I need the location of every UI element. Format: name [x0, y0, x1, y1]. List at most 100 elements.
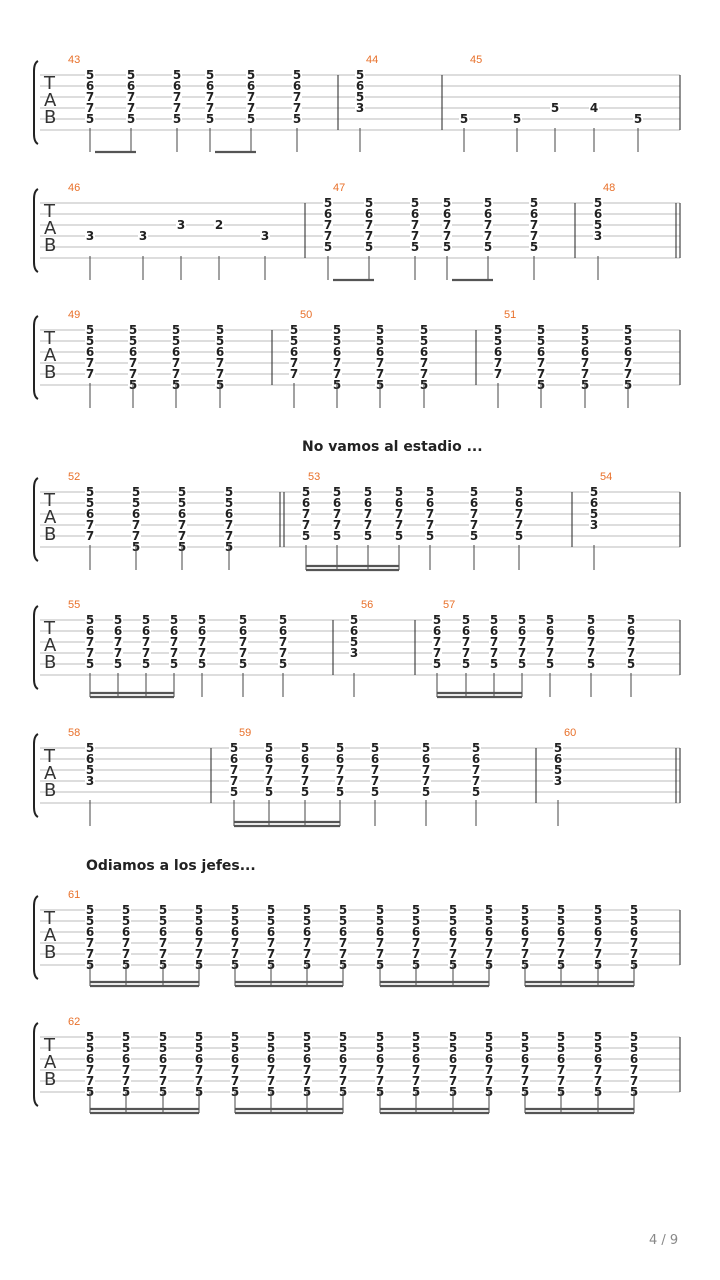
fret-background	[349, 636, 359, 648]
fret-background	[113, 658, 123, 670]
fret-background	[553, 764, 563, 776]
fret-number: 7	[339, 1074, 347, 1088]
fret-background	[85, 497, 95, 509]
fret-background	[489, 614, 499, 626]
fret-number: 7	[581, 356, 589, 370]
fret-background	[593, 904, 603, 916]
measure-number: 62	[68, 1016, 80, 1028]
fret-number: 6	[279, 624, 287, 638]
fret-number: 5	[339, 914, 347, 928]
fret-number: 6	[485, 1052, 493, 1066]
fret-number: 7	[86, 936, 94, 950]
fret-number: 6	[376, 925, 384, 939]
fret-background	[363, 497, 373, 509]
fret-background	[85, 368, 95, 380]
fret-background	[363, 508, 373, 520]
fret-number: 7	[129, 367, 137, 381]
fret-number: 7	[225, 529, 233, 543]
fret-background	[85, 904, 95, 916]
fret-background	[323, 219, 333, 231]
fret-number: 7	[159, 936, 167, 950]
fret-number: 6	[395, 496, 403, 510]
system-bracket	[33, 477, 39, 562]
fret-number: 5	[178, 496, 186, 510]
fret-number: 5	[159, 1041, 167, 1055]
fret-background	[461, 658, 471, 670]
fret-number: 7	[494, 367, 502, 381]
fret-number: 7	[515, 507, 523, 521]
fret-number: 7	[293, 90, 301, 104]
fret-number: 7	[630, 1063, 638, 1077]
fret-number: 5	[371, 741, 379, 755]
fret-number: 5	[216, 323, 224, 337]
fret-number: 5	[333, 485, 341, 499]
fret-number: 6	[173, 79, 181, 93]
fret-background	[332, 324, 342, 336]
fret-number: 5	[336, 785, 344, 799]
fret-background	[419, 335, 429, 347]
fret-background	[421, 786, 431, 798]
fret-background	[338, 926, 348, 938]
fret-number: 6	[420, 345, 428, 359]
fret-background	[230, 1075, 240, 1087]
fret-background	[593, 937, 603, 949]
fret-background	[335, 786, 345, 798]
fret-number: 5	[515, 485, 523, 499]
fret-background	[85, 647, 95, 659]
fret-number: 7	[449, 936, 457, 950]
fret-number: 5	[371, 785, 379, 799]
fret-number: 6	[356, 79, 364, 93]
fret-background	[484, 904, 494, 916]
fret-background	[483, 241, 493, 253]
fret-background	[355, 102, 365, 114]
fret-background	[394, 508, 404, 520]
fret-number: 5	[129, 334, 137, 348]
fret-background	[85, 1042, 95, 1054]
fret-background	[375, 346, 385, 358]
fret-background	[448, 1064, 458, 1076]
fret-background	[375, 937, 385, 949]
fret-number: 6	[371, 752, 379, 766]
fret-background	[363, 530, 373, 542]
fret-number: 7	[159, 1063, 167, 1077]
fret-number: 5	[195, 1041, 203, 1055]
fret-background	[419, 357, 429, 369]
fret-number: 6	[302, 496, 310, 510]
fret-number: 7	[324, 229, 332, 243]
fret-number: 6	[412, 925, 420, 939]
fret-number: 7	[303, 947, 311, 961]
tab-letter: B	[44, 780, 56, 801]
fret-background	[421, 764, 431, 776]
fret-number: 7	[301, 763, 309, 777]
fret-number: 5	[426, 529, 434, 543]
fret-number: 5	[122, 1041, 130, 1055]
fret-number: 7	[127, 90, 135, 104]
fret-number: 6	[159, 1052, 167, 1066]
fret-number: 3	[554, 774, 562, 788]
fret-background	[302, 915, 312, 927]
fret-background	[556, 937, 566, 949]
measure-number: 61	[68, 889, 80, 901]
fret-number: 5	[581, 334, 589, 348]
fret-number: 5	[376, 334, 384, 348]
fret-number: 7	[364, 518, 372, 532]
fret-background	[171, 357, 181, 369]
fret-background	[323, 230, 333, 242]
fret-background	[205, 102, 215, 114]
fret-background	[626, 614, 636, 626]
fret-number: 5	[303, 903, 311, 917]
fret-background	[126, 102, 136, 114]
fret-background	[375, 915, 385, 927]
fret-background	[469, 497, 479, 509]
fret-number: 3	[139, 229, 147, 243]
fret-background	[448, 915, 458, 927]
fret-number: 5	[485, 914, 493, 928]
fret-number: 7	[279, 646, 287, 660]
fret-background	[194, 1042, 204, 1054]
fret-number: 7	[624, 367, 632, 381]
fret-number: 3	[590, 518, 598, 532]
fret-background	[266, 1053, 276, 1065]
fret-background	[493, 357, 503, 369]
fret-background	[205, 113, 215, 125]
fret-background	[177, 497, 187, 509]
